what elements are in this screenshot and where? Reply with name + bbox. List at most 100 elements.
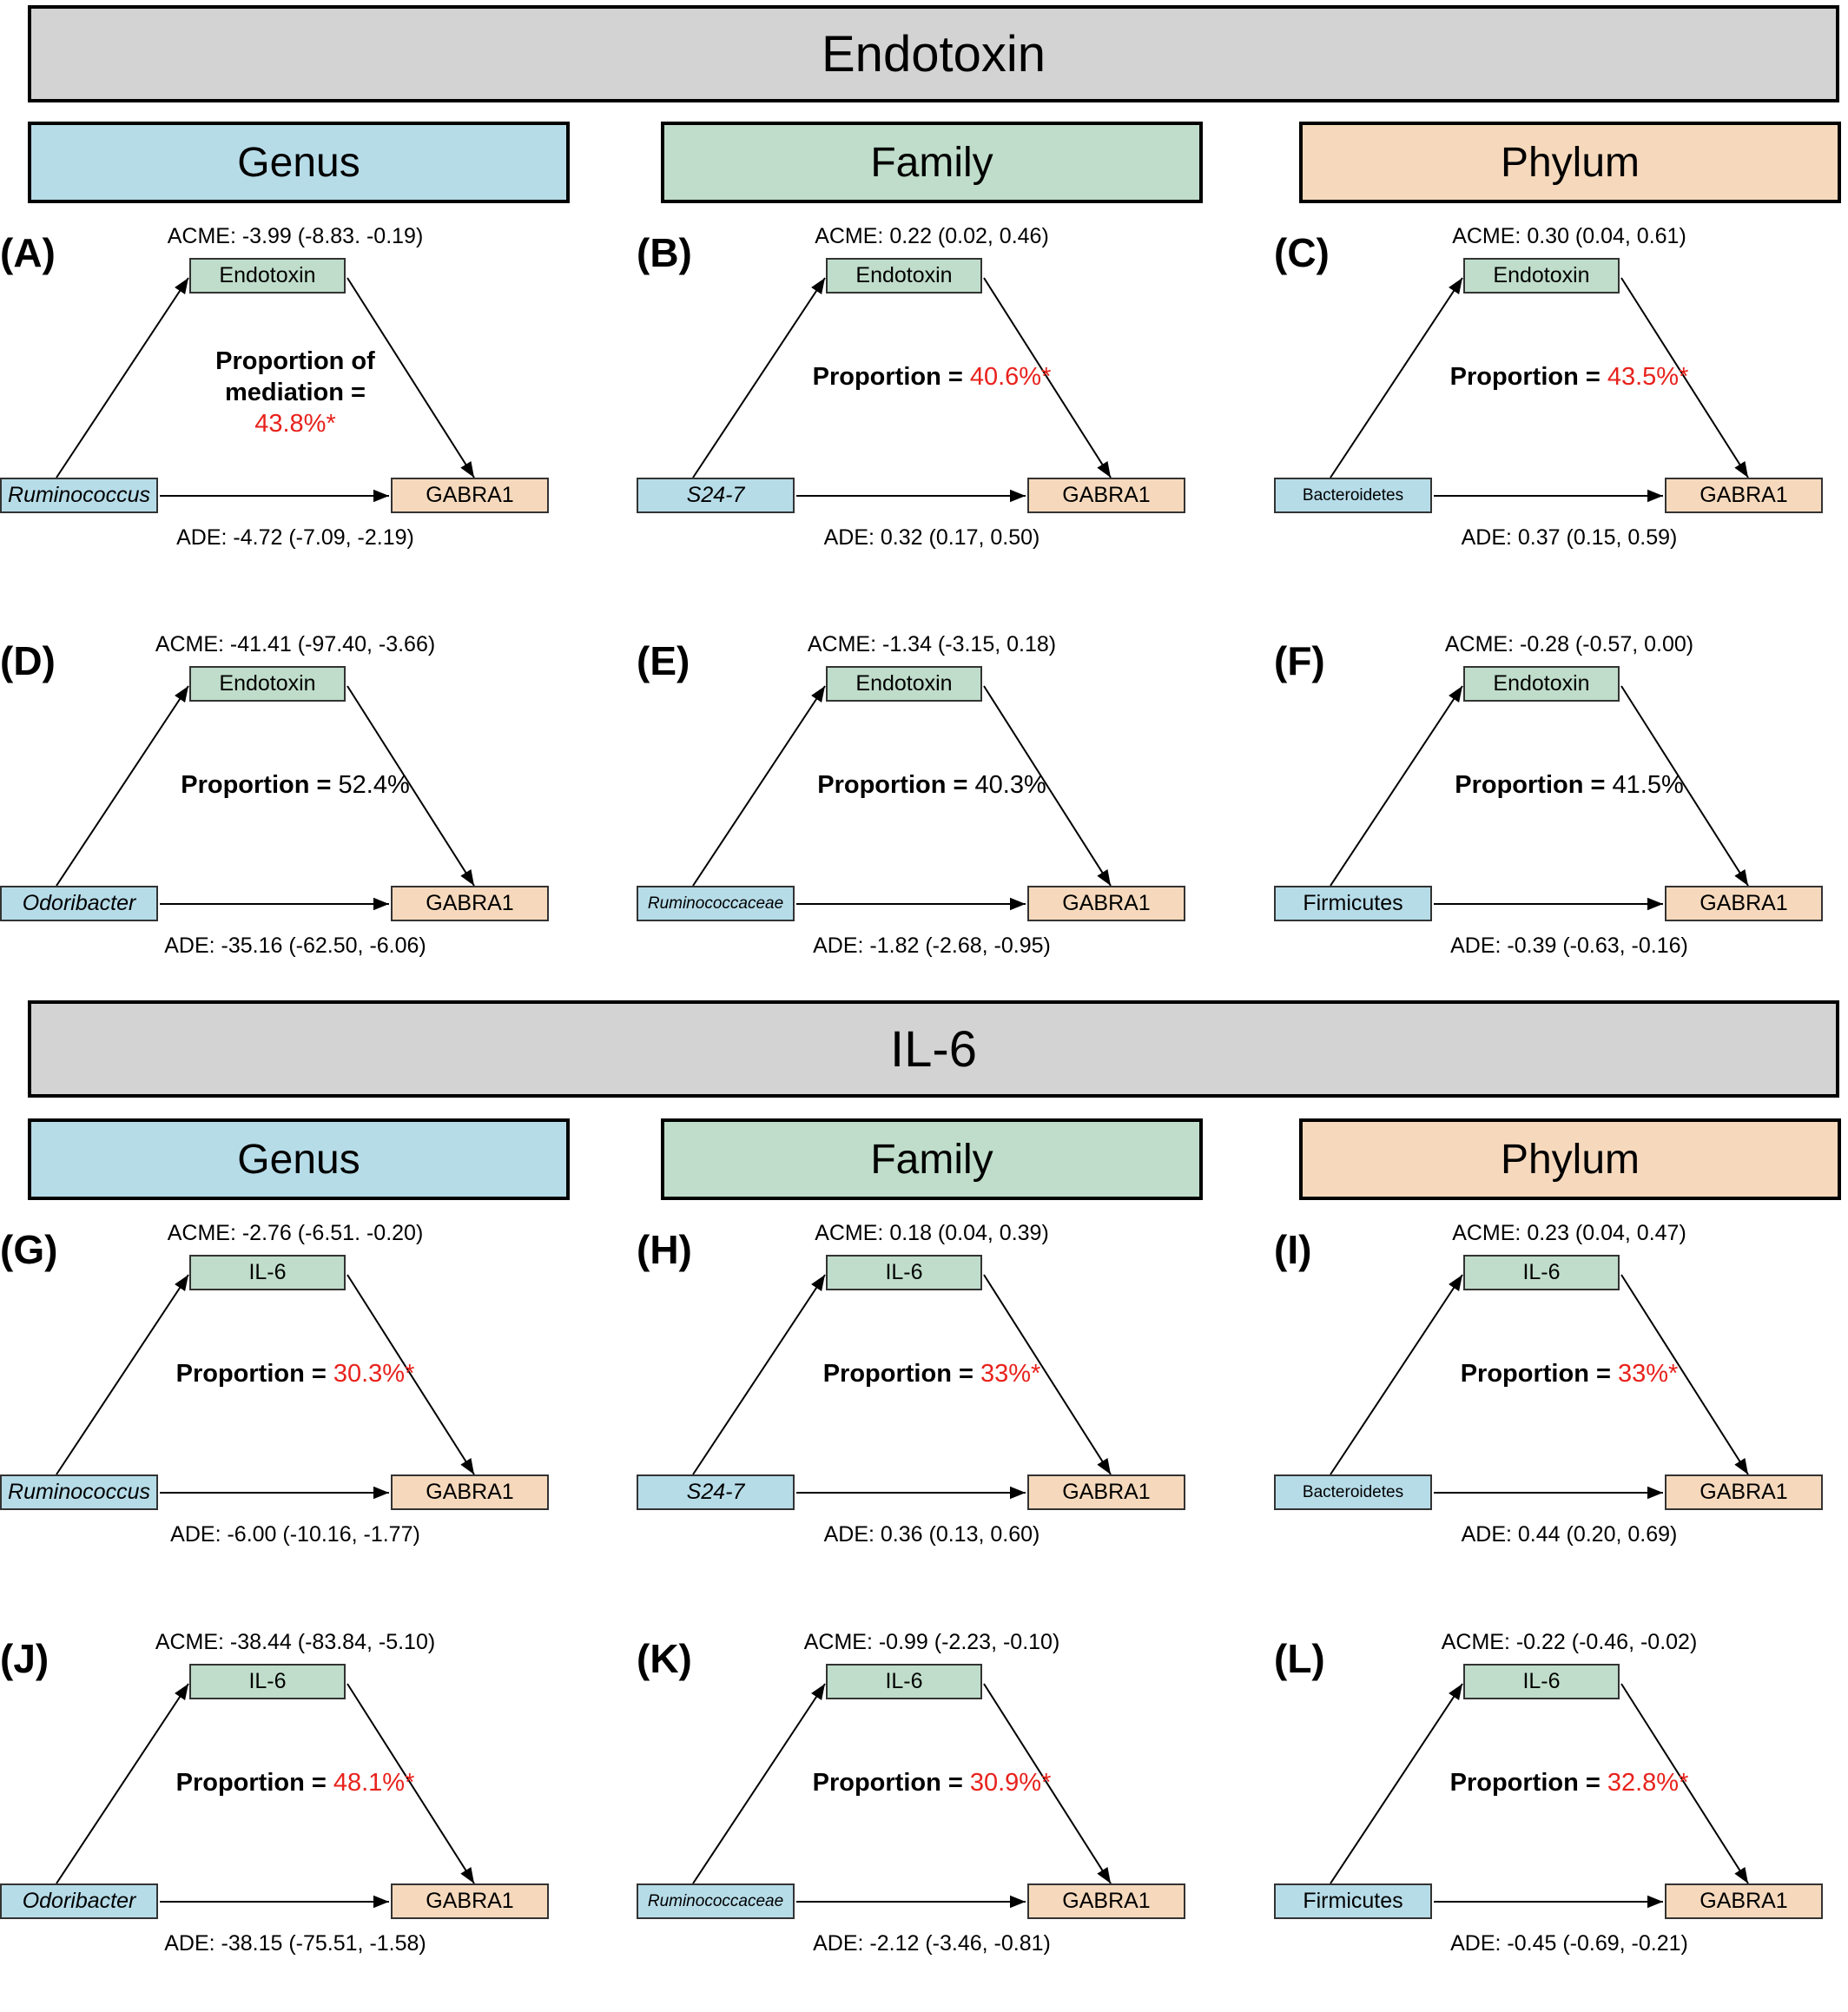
proportion-text: Proportion = 33%*: [1387, 1358, 1752, 1389]
arrow-mediator-to-dependent: [346, 277, 475, 478]
proportion-text: Proportion = 30.9%*: [749, 1767, 1114, 1798]
independent-node: S24-7: [637, 478, 795, 513]
independent-node: Ruminococcus: [0, 478, 158, 513]
proportion-prefix: Proportion =: [1455, 771, 1613, 799]
ade-value: ADE: -35.16 (-62.50, -6.06): [164, 933, 426, 958]
mediation-arrows: [692, 685, 1112, 911]
acme-value: ACME: 0.30 (0.04, 0.61): [1452, 224, 1686, 248]
mediation-panel: (D)ACME: -41.41 (-97.40, -3.66)Endotoxin…: [0, 632, 608, 1014]
proportion-prefix: Proportion =: [175, 1360, 333, 1388]
ade-value: ADE: -38.15 (-75.51, -1.58): [164, 1931, 426, 1956]
proportion-value: 33%*: [980, 1360, 1041, 1388]
ade-value: ADE: -2.12 (-3.46, -0.81): [813, 1931, 1051, 1956]
ade-value: ADE: -6.00 (-10.16, -1.77): [170, 1522, 420, 1547]
arrow-mediator-to-dependent: [1620, 685, 1749, 887]
arrow-independent-to-mediator: [56, 685, 189, 887]
mediation-arrows: [1330, 277, 1749, 503]
proportion-prefix: Proportion =: [817, 771, 975, 799]
mediator-node: IL-6: [826, 1255, 982, 1290]
level-family: Family: [661, 122, 1203, 203]
proportion-prefix: Proportion of mediation =: [215, 347, 375, 406]
proportion-text: Proportion = 33%*: [749, 1358, 1114, 1389]
acme-value: ACME: -1.34 (-3.15, 0.18): [807, 632, 1057, 656]
acme-value: ACME: 0.22 (0.02, 0.46): [815, 224, 1049, 248]
dependent-node: GABRA1: [1665, 886, 1823, 921]
mediator-node: Endotoxin: [189, 666, 346, 702]
mediation-arrows: [56, 277, 475, 503]
independent-node: Odoribacter: [0, 886, 158, 921]
independent-node: Ruminococcaceae: [637, 886, 795, 921]
arrow-mediator-to-dependent: [1620, 1274, 1749, 1475]
dependent-node: GABRA1: [1027, 1474, 1185, 1510]
dependent-node: GABRA1: [1665, 1883, 1823, 1919]
mediator-node: Endotoxin: [1463, 258, 1620, 294]
arrow-independent-to-mediator: [1330, 1683, 1463, 1884]
ade-value: ADE: -0.39 (-0.63, -0.16): [1450, 933, 1688, 958]
mediator-node: Endotoxin: [1463, 666, 1620, 702]
panel-label: (G): [0, 1227, 58, 1272]
arrow-independent-to-mediator: [56, 1683, 189, 1884]
proportion-prefix: Proportion =: [812, 1769, 970, 1797]
mediator-node: IL-6: [189, 1664, 346, 1699]
dependent-node: GABRA1: [1665, 1474, 1823, 1510]
mediator-node: Endotoxin: [826, 666, 982, 702]
ade-value: ADE: 0.36 (0.13, 0.60): [823, 1522, 1040, 1547]
proportion-text: Proportion = 40.6%*: [749, 361, 1114, 393]
arrow-independent-to-mediator: [692, 1274, 826, 1475]
level-genus: Genus: [28, 122, 570, 203]
proportion-value: 30.9%*: [969, 1769, 1052, 1797]
proportion-prefix: Proportion =: [1460, 1360, 1618, 1388]
proportion-prefix: Proportion =: [822, 1360, 980, 1388]
acme-value: ACME: -2.76 (-6.51. -0.20): [167, 1221, 424, 1245]
independent-node: Ruminococcaceae: [637, 1883, 795, 1919]
mediation-arrows: [1330, 685, 1749, 911]
arrow-mediator-to-dependent: [346, 685, 475, 887]
panel-label: (L): [1274, 1636, 1325, 1681]
proportion-text: Proportion = 41.5%: [1387, 769, 1752, 801]
panel-label: (C): [1274, 230, 1330, 275]
arrow-mediator-to-dependent: [1620, 277, 1749, 478]
arrow-independent-to-mediator: [692, 277, 826, 478]
proportion-value: 52.4%: [338, 771, 410, 799]
dependent-node: GABRA1: [1027, 1883, 1185, 1919]
arrow-mediator-to-dependent: [346, 1274, 475, 1475]
proportion-text: Proportion = 30.3%*: [113, 1358, 478, 1389]
acme-value: ACME: 0.18 (0.04, 0.39): [815, 1221, 1049, 1245]
dependent-node: GABRA1: [1027, 886, 1185, 921]
mediator-node: IL-6: [1463, 1664, 1620, 1699]
mediation-arrows: [1330, 1274, 1749, 1500]
proportion-text: Proportion = 48.1%*: [113, 1767, 478, 1798]
section-title-il6: IL-6: [28, 1000, 1839, 1098]
level-phylum: Phylum: [1299, 122, 1841, 203]
arrow-mediator-to-dependent: [983, 1274, 1112, 1475]
independent-node: Bacteroidetes: [1274, 1474, 1432, 1510]
proportion-prefix: Proportion =: [181, 771, 339, 799]
mediator-node: Endotoxin: [826, 258, 982, 294]
arrow-mediator-to-dependent: [983, 685, 1112, 887]
independent-node: Odoribacter: [0, 1883, 158, 1919]
arrow-independent-to-mediator: [56, 1274, 189, 1475]
arrow-mediator-to-dependent: [983, 1683, 1112, 1884]
panel-label: (B): [637, 230, 692, 275]
panel-label: (K): [637, 1636, 692, 1681]
proportion-value: 30.3%*: [333, 1360, 415, 1388]
proportion-value: 32.8%*: [1607, 1769, 1689, 1797]
dependent-node: GABRA1: [391, 1883, 549, 1919]
acme-value: ACME: -0.22 (-0.46, -0.02): [1441, 1630, 1698, 1654]
independent-node: Firmicutes: [1274, 1883, 1432, 1919]
proportion-value: 33%*: [1617, 1360, 1679, 1388]
dependent-node: GABRA1: [391, 478, 549, 513]
acme-value: ACME: 0.23 (0.04, 0.47): [1452, 1221, 1686, 1245]
proportion-text: Proportion = 52.4%: [113, 769, 478, 801]
mediation-arrows: [56, 1683, 475, 1909]
proportion-prefix: Proportion =: [1449, 1769, 1607, 1797]
mediation-arrows: [692, 1274, 1112, 1500]
